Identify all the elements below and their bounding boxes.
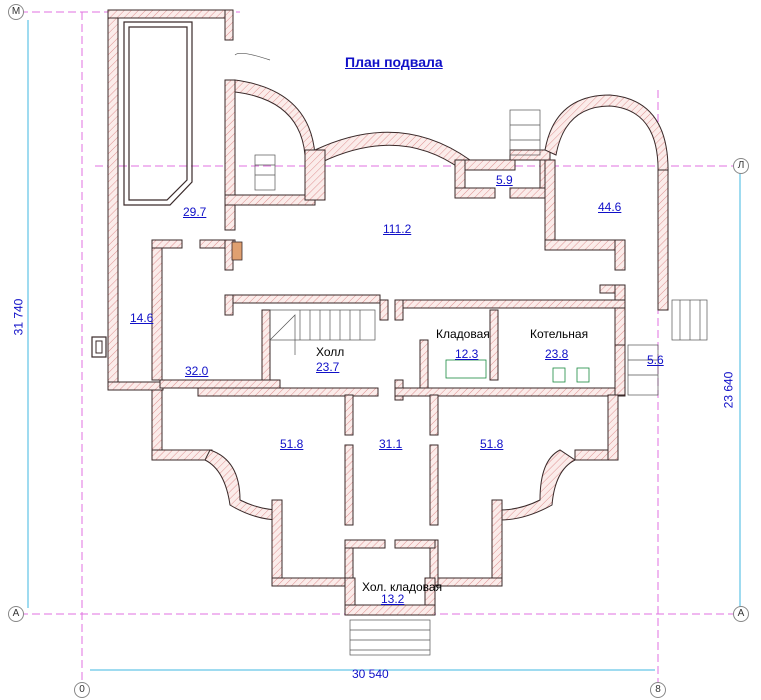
room-area-label: 23.7	[316, 360, 340, 374]
room-name-cold-storage: Хол. кладовая	[362, 580, 443, 594]
plan-title: План подвала	[345, 54, 443, 70]
axis-marker-0: 0	[74, 682, 90, 698]
room-area-label: 13.2	[381, 592, 405, 606]
room-area-label: 111.2	[383, 222, 412, 236]
walls	[107, 9, 669, 616]
axis-marker-l: Л	[733, 158, 749, 174]
room-area-label: 51.8	[480, 437, 504, 451]
room-area-label: 14.6	[130, 311, 154, 325]
room-area-label: 29.7	[183, 205, 207, 219]
chimney-inner	[95, 340, 103, 354]
room-name-pantry: Кладовая	[436, 327, 490, 341]
height-dimension-total: 31 740	[11, 298, 26, 336]
dimension-lines	[27, 20, 741, 671]
height-dimension-partial: 23 640	[721, 371, 736, 409]
room-area-label: 44.6	[598, 200, 622, 214]
axis-marker-m: М	[8, 4, 24, 20]
fixtures	[445, 359, 590, 383]
room-area-label: 31.1	[379, 437, 403, 451]
axis-marker-8: 8	[650, 682, 666, 698]
room-area-label: 5.9	[496, 173, 513, 187]
column-block	[231, 241, 243, 261]
room-area-label: 51.8	[280, 437, 304, 451]
axis-marker-a-right: А	[733, 606, 749, 622]
width-dimension: 30 540	[352, 667, 389, 681]
chimney	[91, 336, 107, 358]
room-area-label: 23.8	[545, 347, 569, 361]
room-name-boiler: Котельная	[530, 327, 589, 341]
room-name-hall: Холл	[316, 345, 345, 359]
room-area-label: 32.0	[185, 364, 209, 378]
room-area-label: 5.6	[647, 353, 664, 367]
room-area-label: 12.3	[455, 347, 479, 361]
pool	[123, 21, 193, 206]
stairs	[234, 53, 708, 656]
axis-marker-a-left: А	[8, 606, 24, 622]
